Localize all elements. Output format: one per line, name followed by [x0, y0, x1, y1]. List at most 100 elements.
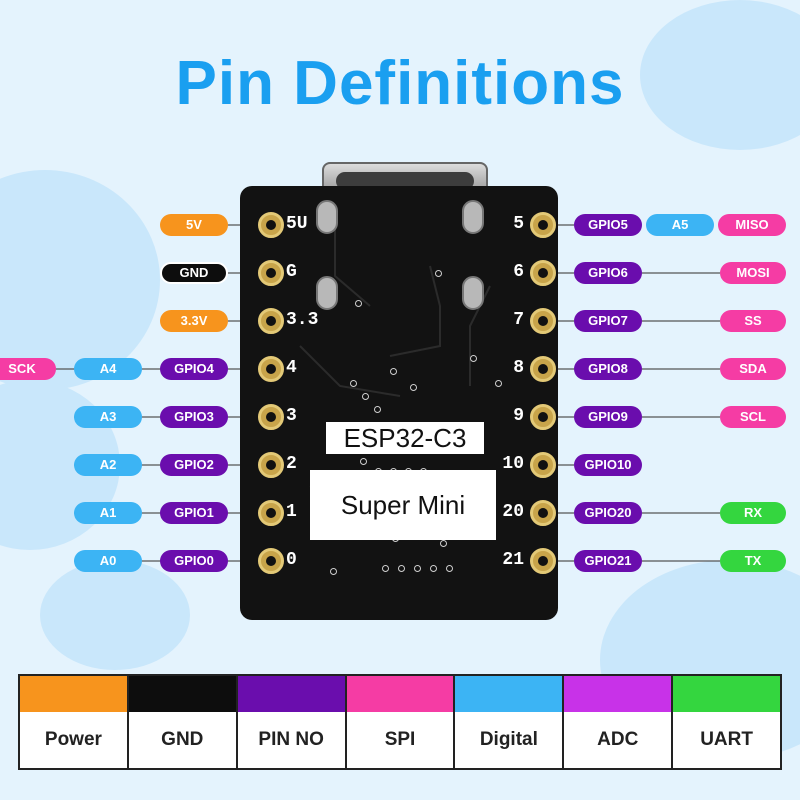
pin-label-pin_no: GPIO1	[160, 502, 228, 524]
legend-label: Power	[44, 729, 102, 750]
pin-label-pin_no: GPIO2	[160, 454, 228, 476]
board-mount-pad	[316, 276, 338, 310]
right-pin-pad	[530, 548, 556, 574]
pin-label-spi: MOSI	[720, 262, 786, 284]
board-via	[430, 565, 437, 572]
board-via	[410, 384, 417, 391]
background-blob	[40, 560, 190, 670]
legend-item-gnd: GND	[128, 676, 238, 768]
right-pin-number: 5	[513, 214, 524, 234]
legend-item-uart: UART	[673, 676, 781, 768]
legend-item-adc: ADC	[564, 676, 674, 768]
legend-item-digital: Digital	[455, 676, 565, 768]
left-pin-number: 3.3	[286, 310, 319, 330]
board-via	[350, 380, 357, 387]
right-pin-pad	[530, 260, 556, 286]
right-pin-pad	[530, 500, 556, 526]
right-pin-number: 9	[513, 406, 524, 426]
right-pin-pad	[530, 404, 556, 430]
pin-label-pin_no: GPIO5	[574, 214, 642, 236]
left-pin-pad	[258, 500, 284, 526]
right-pin-number: 7	[513, 310, 524, 330]
pin-label-power: 5V	[160, 214, 228, 236]
left-pin-pad	[258, 260, 284, 286]
pin-label-spi: SCK	[0, 358, 56, 380]
pin-label-pin_no: GPIO8	[574, 358, 642, 380]
pin-label-uart: RX	[720, 502, 786, 524]
board-mount-pad	[316, 200, 338, 234]
legend-item-power: Power	[20, 676, 129, 768]
pin-label-uart: TX	[720, 550, 786, 572]
right-pin-number: 20	[502, 502, 524, 522]
pin-label-spi: SS	[720, 310, 786, 332]
left-pin-pad	[258, 356, 284, 382]
pin-label-digital: A2	[74, 454, 142, 476]
board-via	[360, 458, 367, 465]
board-mount-pad	[462, 200, 484, 234]
legend-label: UART	[700, 729, 753, 750]
left-pin-pad	[258, 548, 284, 574]
legend-swatch	[237, 676, 345, 712]
board-via	[470, 355, 477, 362]
pin-label-digital: A3	[74, 406, 142, 428]
pin-label-pin_no: GPIO0	[160, 550, 228, 572]
left-pin-pad	[258, 404, 284, 430]
legend-label: ADC	[597, 729, 639, 750]
pin-label-spi: SDA	[720, 358, 786, 380]
left-pin-number: G	[286, 262, 297, 282]
right-pin-number: 8	[513, 358, 524, 378]
pin-label-digital: A0	[74, 550, 142, 572]
board-via	[382, 565, 389, 572]
chip-label: ESP32-C3	[326, 422, 484, 454]
board-via	[362, 393, 369, 400]
right-pin-number: 10	[502, 454, 524, 474]
pin-label-spi: MISO	[718, 214, 786, 236]
board-via	[330, 568, 337, 575]
right-pin-pad	[530, 356, 556, 382]
pin-label-pin_no: GPIO10	[574, 454, 642, 476]
legend-swatch	[128, 676, 236, 712]
page-title: Pin Definitions	[175, 49, 625, 118]
board-via	[435, 270, 442, 277]
right-pin-pad	[530, 212, 556, 238]
left-pin-number: 0	[286, 550, 297, 570]
right-pin-pad	[530, 452, 556, 478]
board-via	[398, 565, 405, 572]
legend-swatch	[346, 676, 454, 712]
pin-label-digital: A1	[74, 502, 142, 524]
left-pin-number: 4	[286, 358, 297, 378]
pin-label-pin_no: GPIO21	[574, 550, 642, 572]
board-mount-pad	[462, 276, 484, 310]
legend-item-spi: SPI	[346, 676, 456, 768]
right-pin-number: 6	[513, 262, 524, 282]
pin-label-power: 3.3V	[160, 310, 228, 332]
left-pin-number: 5U	[286, 214, 308, 234]
legend-item-pin_no: PIN NO	[237, 676, 347, 768]
left-pin-pad	[258, 212, 284, 238]
board-via	[440, 540, 447, 547]
board-via	[390, 368, 397, 375]
legend-label: GND	[161, 729, 204, 750]
legend-swatch	[564, 676, 672, 712]
left-pin-pad	[258, 308, 284, 334]
legend-label: PIN NO	[258, 729, 324, 750]
right-pin-number: 21	[502, 550, 524, 570]
pin-label-spi: SCL	[720, 406, 786, 428]
legend-swatch	[455, 676, 563, 712]
pin-label-pin_no: GPIO3	[160, 406, 228, 428]
left-pin-number: 1	[286, 502, 297, 522]
legend-swatch	[673, 676, 781, 712]
pin-label-digital: A5	[646, 214, 714, 236]
pin-label-pin_no: GPIO9	[574, 406, 642, 428]
board-via	[495, 380, 502, 387]
pin-label-pin_no: GPIO6	[574, 262, 642, 284]
left-pin-number: 2	[286, 454, 297, 474]
pin-label-digital: A4	[74, 358, 142, 380]
pin-label-pin_no: GPIO4	[160, 358, 228, 380]
board-via	[355, 300, 362, 307]
left-pin-pad	[258, 452, 284, 478]
esp32-c3-board	[240, 186, 558, 620]
pin-label-pin_no: GPIO7	[574, 310, 642, 332]
pin-label-pin_no: GPIO20	[574, 502, 642, 524]
